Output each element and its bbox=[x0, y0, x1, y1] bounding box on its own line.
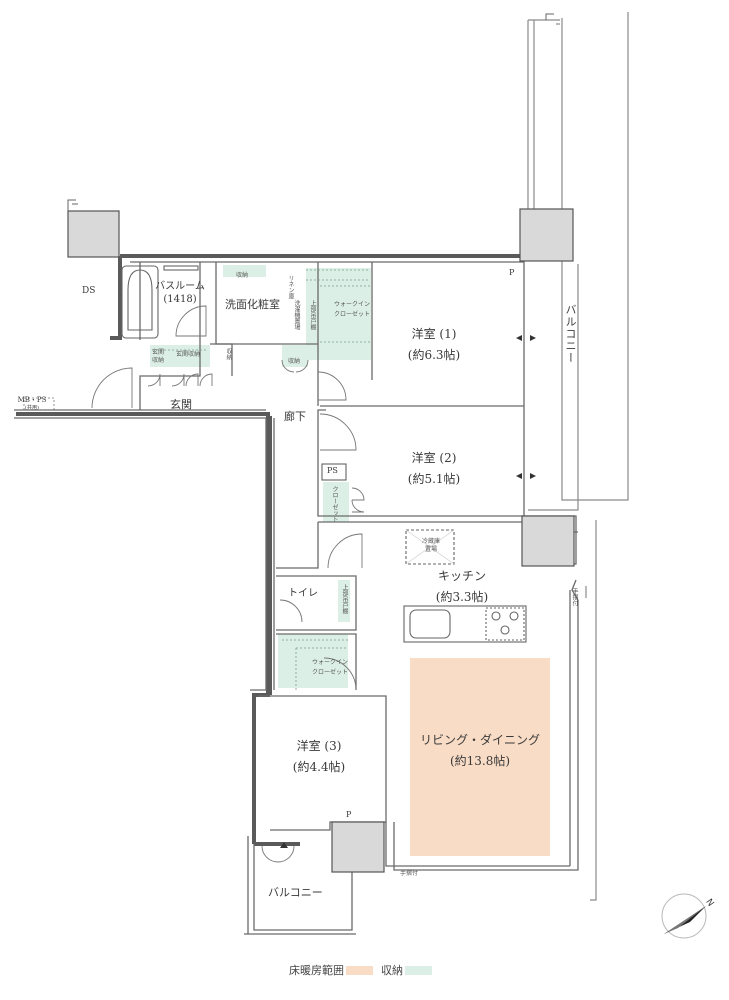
columns bbox=[67, 208, 575, 873]
p-marker-1: P bbox=[509, 268, 515, 277]
entrance-storage-2-label: 玄関収納 bbox=[176, 351, 201, 358]
room-area: (約13.8帖) bbox=[449, 754, 511, 768]
linen-label: リネン庫 bbox=[287, 275, 294, 299]
room-name: 洋室 (2) bbox=[411, 451, 457, 465]
room-name: キッチン bbox=[437, 569, 486, 583]
fridge-label: 冷蔵庫 置場 bbox=[421, 538, 440, 553]
ps-marker: PS bbox=[327, 466, 338, 475]
column-ne bbox=[519, 208, 574, 262]
closet-fill bbox=[323, 482, 349, 522]
walls bbox=[16, 254, 520, 846]
closet-label: クローゼット bbox=[331, 486, 338, 522]
entrance-storage-fill bbox=[150, 345, 210, 367]
kitchen-counter bbox=[403, 529, 527, 643]
washer-label: 洗濯機置場 bbox=[293, 300, 300, 330]
room-area: (約6.3帖) bbox=[407, 348, 461, 362]
storage-areas bbox=[150, 265, 371, 688]
ps-box bbox=[321, 463, 347, 481]
walk-in-closet-2-label: ウォークイン クローゼット bbox=[311, 659, 348, 676]
balcony-west-label: バルコニー bbox=[268, 886, 323, 899]
upper-shelf-1-label: 上部吊戸棚 bbox=[309, 300, 316, 330]
p-marker-2: P bbox=[346, 810, 352, 819]
column-nw bbox=[67, 210, 120, 258]
room-area: (約4.4帖) bbox=[292, 760, 346, 774]
room-size: (1418) bbox=[163, 294, 197, 305]
walk-in-closet-1-label: ウォークイン クローゼット bbox=[333, 301, 370, 318]
sink-icon bbox=[409, 609, 451, 639]
bathtub-icon bbox=[121, 265, 199, 339]
storage-b-label: 収納 bbox=[288, 358, 301, 365]
legend-storage-swatch bbox=[405, 966, 432, 975]
door-swings bbox=[91, 305, 365, 863]
floor-heating-area bbox=[410, 658, 550, 856]
upper-shelf-2-label: 上部吊戸棚 bbox=[341, 584, 348, 614]
washroom-shelf-fill bbox=[223, 265, 266, 277]
column-s bbox=[331, 821, 385, 873]
walk-in-closet-2-fill bbox=[278, 634, 348, 688]
handrail-marker-2: 手摺付 bbox=[400, 870, 419, 877]
stove-icon bbox=[485, 607, 525, 641]
room-name: バスルーム bbox=[155, 281, 205, 292]
entrance-storage-label: 玄関 収納 bbox=[152, 349, 165, 364]
room-corridor: 廊下 bbox=[284, 410, 306, 423]
balcony-main-label: バルコニー bbox=[564, 304, 577, 364]
walk-in-closet-1-fill bbox=[306, 268, 371, 360]
room-western-1: 洋室 (1) (約6.3帖) bbox=[390, 324, 478, 366]
room-western-3: 洋室 (3) (約4.4帖) bbox=[275, 736, 363, 778]
room-western-2: 洋室 (2) (約5.1帖) bbox=[390, 448, 478, 490]
room-toilet: トイレ bbox=[288, 588, 318, 599]
mbps-note: (共用) bbox=[25, 405, 39, 411]
mbps-label: MB・PS bbox=[17, 396, 47, 404]
column-e bbox=[521, 515, 575, 567]
room-entrance: 玄関 bbox=[170, 398, 192, 411]
legend-storage-label: 収納 bbox=[381, 964, 403, 977]
room-name: リビング・ダイニング bbox=[419, 733, 540, 747]
toilet-shelf-fill bbox=[338, 580, 350, 622]
handrail-marker-1: 手摺付 bbox=[571, 588, 578, 606]
legend-floor-heating-swatch bbox=[346, 966, 373, 975]
legend: 床暖房範囲 収納 bbox=[0, 962, 729, 978]
mbps-marker: MB・PS (共用) bbox=[14, 396, 50, 412]
room-bathroom: バスルーム (1418) bbox=[138, 280, 222, 306]
room-name: 洋室 (1) bbox=[411, 327, 457, 341]
ds-marker: DS bbox=[82, 286, 96, 296]
storage-a-label: 収納 bbox=[225, 348, 232, 360]
room-living-dining: リビング・ダイニング (約13.8帖) bbox=[410, 730, 550, 772]
legend-floor-heating-label: 床暖房範囲 bbox=[289, 964, 344, 977]
room-kitchen: キッチン (約3.3帖) bbox=[418, 566, 506, 608]
compass-icon bbox=[661, 893, 707, 939]
room-name: 洋室 (3) bbox=[296, 739, 342, 753]
room-area: (約5.1帖) bbox=[407, 472, 461, 486]
room-area: (約3.3帖) bbox=[435, 590, 489, 604]
storage-c-label: 収納 bbox=[236, 272, 249, 279]
corridor-storage-fill bbox=[282, 345, 308, 367]
room-washroom: 洗面化粧室 bbox=[225, 298, 280, 311]
